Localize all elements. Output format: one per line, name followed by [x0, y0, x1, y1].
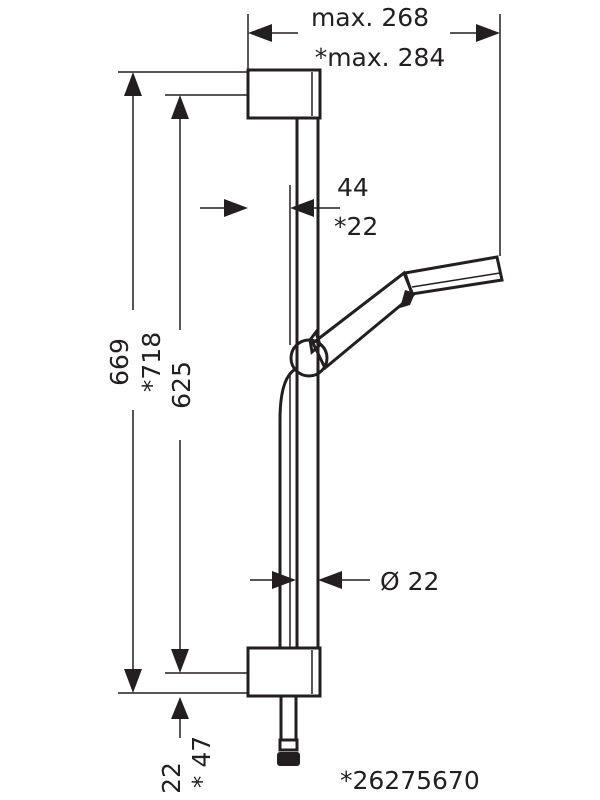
height-alt-label: *718: [137, 332, 166, 392]
depth-dimension: 44 *22: [200, 173, 378, 241]
width-label: max. 268: [311, 3, 429, 32]
bottom-alt-label: * 47: [187, 736, 216, 788]
diameter-dimension: Ø 22: [250, 567, 439, 596]
depth-alt-label: *22: [334, 212, 378, 241]
width-alt-label: *max. 284: [315, 43, 446, 72]
bottom-label: 22: [157, 762, 186, 794]
shower-rail: [246, 68, 322, 766]
width-dimension: max. 268 *max. 284: [247, 3, 501, 256]
height-dimension: 669 *718 625: [105, 71, 248, 694]
height-label: 669: [105, 338, 134, 386]
diameter-label: Ø 22: [380, 567, 439, 596]
article-number: *26275670: [340, 766, 480, 795]
hand-shower: [289, 255, 504, 378]
bottom-dimension: 22 * 47: [157, 697, 216, 794]
depth-label: 44: [337, 173, 369, 202]
bar-length-label: 625: [167, 361, 196, 409]
